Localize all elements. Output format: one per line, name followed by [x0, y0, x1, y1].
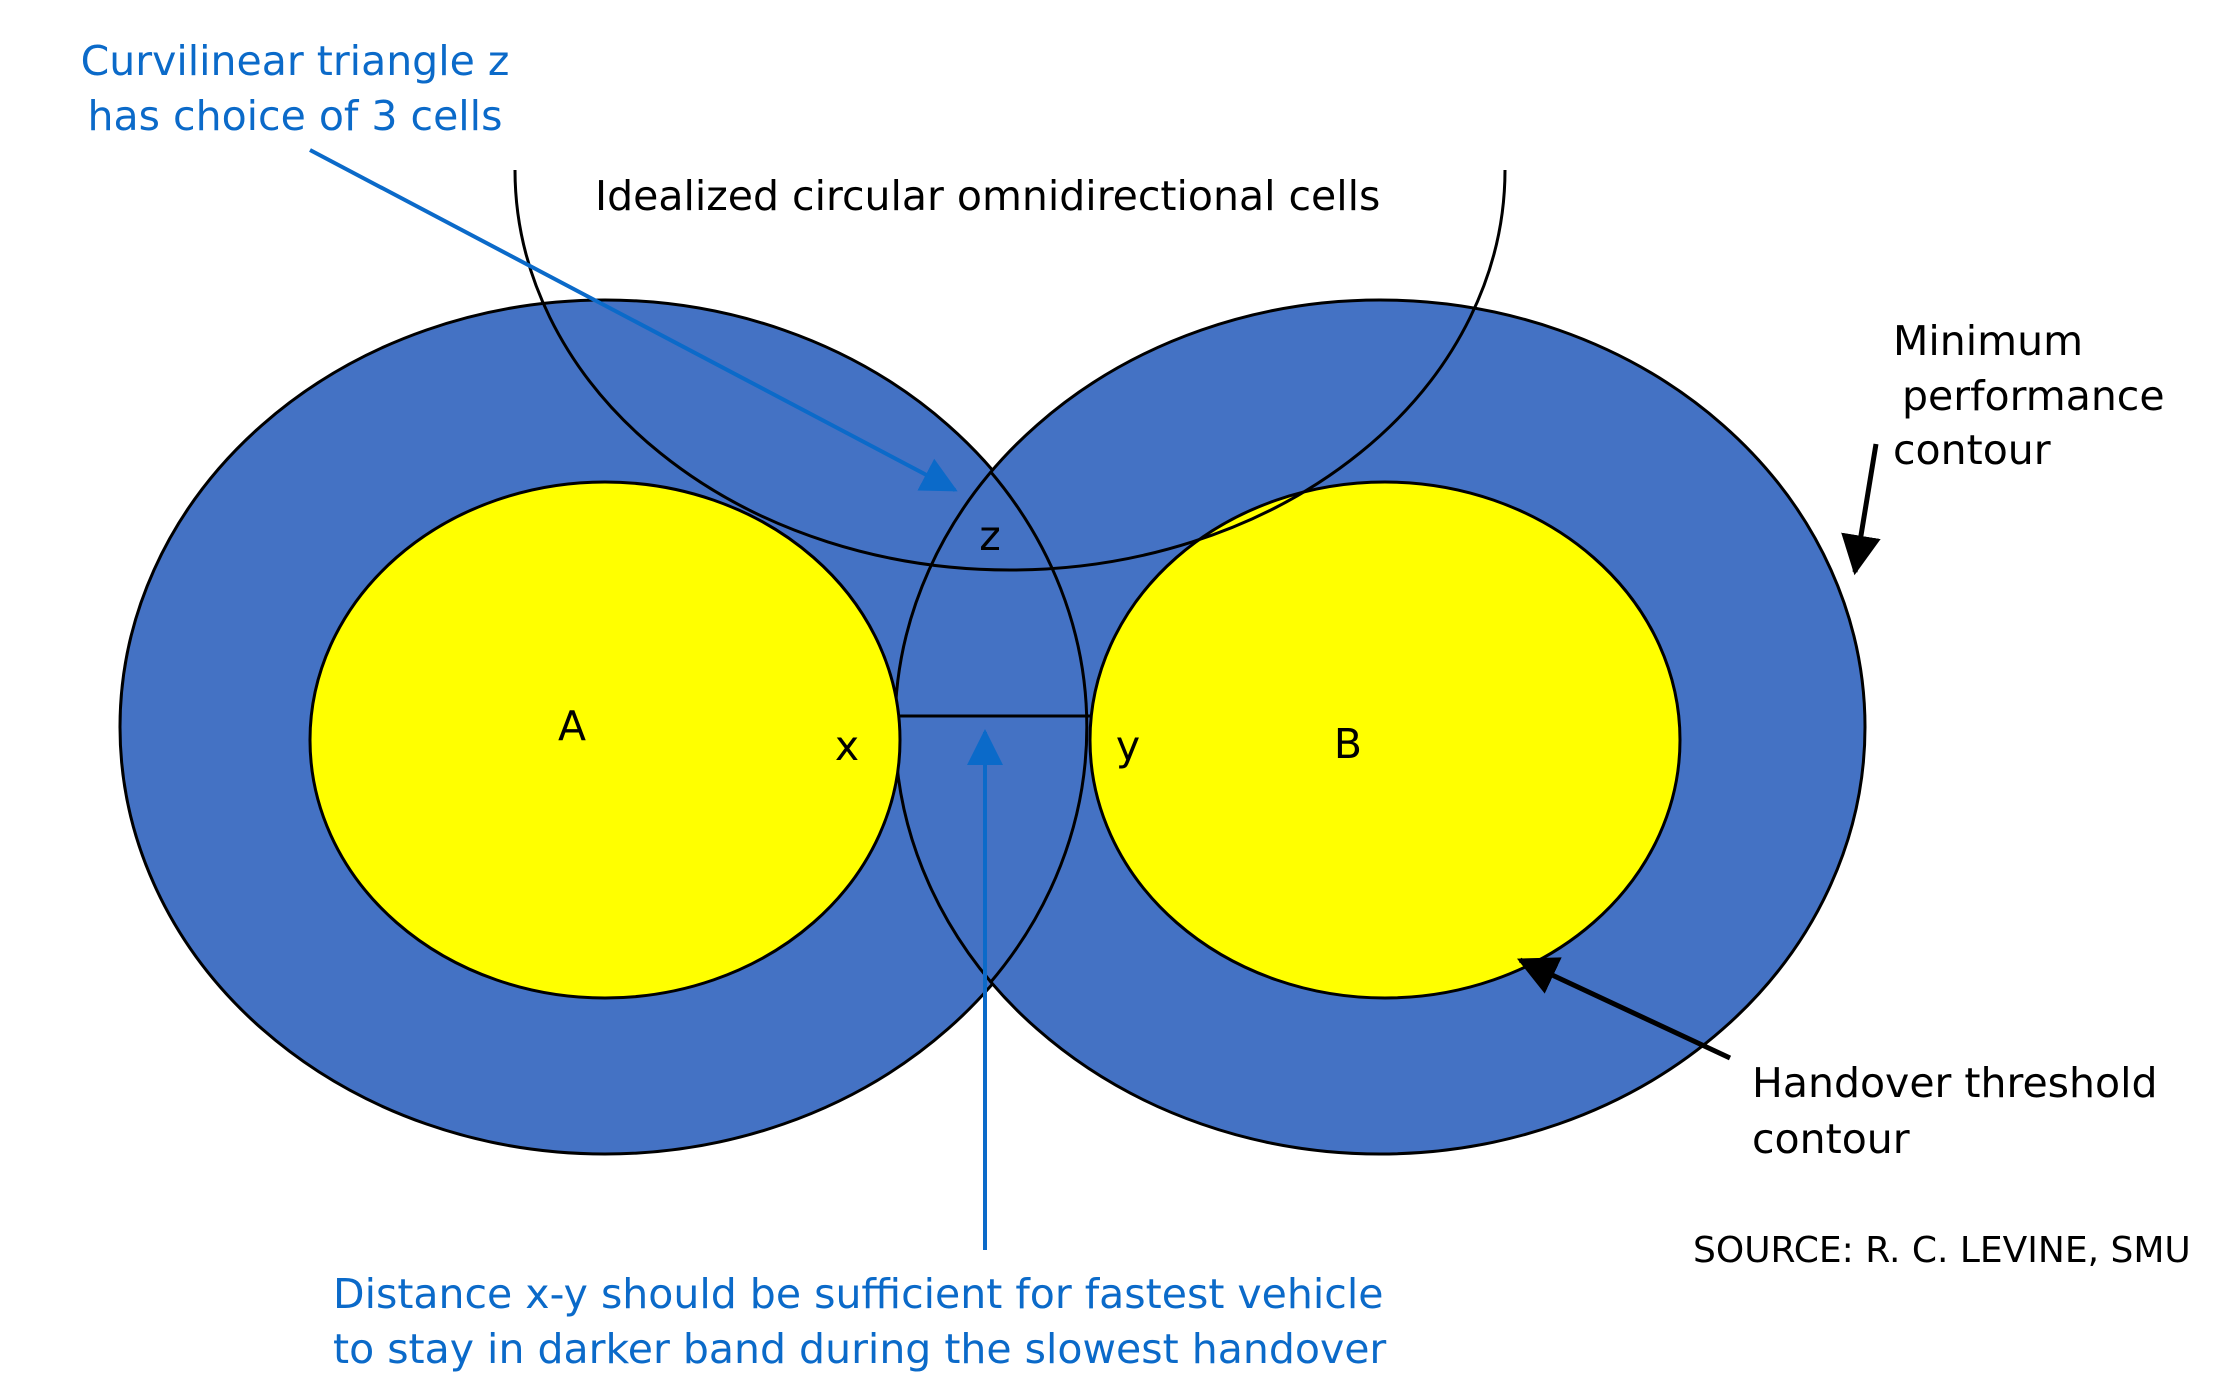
cell-a-label: A — [558, 702, 586, 750]
idealized-cell-arc — [513, 169, 1507, 572]
handover-label-line1: Handover threshold — [1752, 1059, 2158, 1107]
idealized-cells-label: Idealized circular omnidirectional cells — [595, 172, 1380, 220]
curvilinear-arrow — [309, 148, 958, 492]
min-performance-arrow — [1841, 443, 1881, 576]
source-label: SOURCE: R. C. LEVINE, SMU — [1693, 1230, 2191, 1271]
point-y-label: y — [1116, 722, 1140, 770]
curvilinear-label-line1: Curvilinear triangle z — [81, 37, 510, 85]
point-z-label: z — [979, 512, 1001, 560]
cell-b-label: B — [1334, 720, 1362, 768]
distance-label-line1: Distance x-y should be sufficient for fa… — [333, 1270, 1383, 1318]
cell-a-handover-contour — [308, 480, 902, 1000]
cell-b-handover-contour — [1088, 480, 1682, 1000]
cell-a-outer-overlap-arc — [988, 470, 1089, 984]
min-performance-label-line2: performance — [1902, 372, 2165, 420]
min-performance-label-line3: contour — [1893, 426, 2051, 474]
point-x-label: x — [835, 722, 859, 770]
distance-label-line2: to stay in darker band during the slowes… — [333, 1325, 1386, 1373]
curvilinear-label-line2: has choice of 3 cells — [88, 92, 503, 140]
handover-label-line2: contour — [1752, 1115, 1910, 1163]
min-performance-label-line1: Minimum — [1893, 317, 2083, 365]
handover-arrow — [1516, 957, 1732, 1061]
